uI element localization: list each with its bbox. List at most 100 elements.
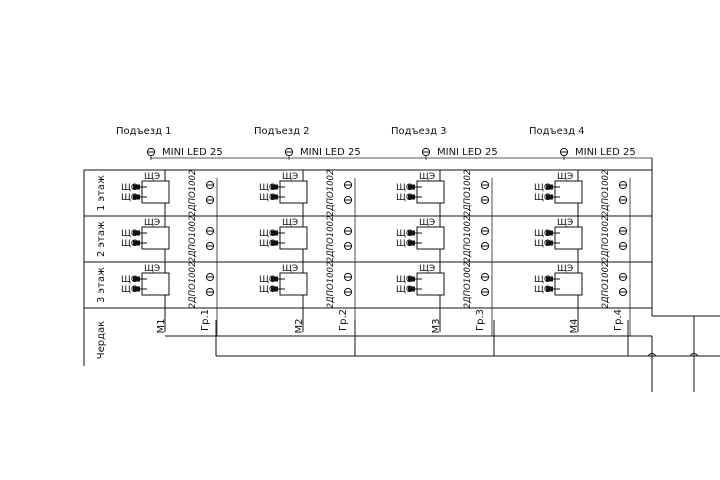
fixture-mark: 2ДПО1002 — [326, 262, 336, 309]
floor-label: 3 этаж — [96, 267, 107, 303]
lamp-icon — [205, 195, 215, 205]
panel-box — [279, 272, 308, 296]
socket-label: ЩС — [534, 239, 550, 249]
socket-icon — [133, 230, 140, 236]
lamp-icon — [205, 272, 215, 282]
panel-label: ЩЭ — [282, 218, 298, 228]
socket-label: ЩС — [396, 183, 412, 193]
socket-icon — [133, 194, 140, 200]
entrance-title: Подъезд 2 — [254, 126, 310, 137]
socket-label: ЩС — [534, 285, 550, 295]
panel-box — [141, 226, 170, 250]
lamp-icon — [618, 226, 628, 236]
lamp-icon — [205, 241, 215, 251]
panel-box — [279, 226, 308, 250]
socket-icon — [408, 276, 415, 282]
socket-label: ЩС — [259, 183, 275, 193]
riser-label: М3 — [431, 319, 442, 334]
fixture-mark: 2ДПО1002 — [463, 262, 473, 309]
lamp-model: MINI LED 25 — [300, 147, 361, 158]
lamp-icon — [343, 241, 353, 251]
socket-icon — [546, 184, 553, 190]
lamp-icon — [421, 147, 431, 157]
fixture-mark: 2ДПО1002 — [601, 170, 611, 217]
socket-label: ЩС — [396, 193, 412, 203]
socket-label: ЩС — [534, 275, 550, 285]
lamp-icon — [618, 180, 628, 190]
riser-label: М1 — [156, 319, 167, 334]
socket-label: ЩС — [259, 285, 275, 295]
group-label: Гр.4 — [613, 309, 624, 331]
socket-label: ЩС — [396, 229, 412, 239]
group-label: Гр.1 — [200, 309, 211, 331]
panel-box — [416, 226, 445, 250]
fixture-mark: 2ДПО1002 — [188, 216, 198, 263]
lamp-icon — [343, 195, 353, 205]
socket-icon — [546, 194, 553, 200]
panel-label: ЩЭ — [557, 264, 573, 274]
cable-break — [689, 353, 699, 357]
socket-icon — [546, 230, 553, 236]
panel-label: ЩЭ — [144, 264, 160, 274]
socket-label: ЩС — [121, 183, 137, 193]
socket-label: ЩС — [259, 229, 275, 239]
socket-label: ЩС — [121, 275, 137, 285]
socket-icon — [408, 194, 415, 200]
lamp-icon — [618, 195, 628, 205]
socket-label: ЩС — [259, 239, 275, 249]
socket-icon — [408, 286, 415, 292]
lamp-model: MINI LED 25 — [575, 147, 636, 158]
lamp-icon — [480, 272, 490, 282]
socket-icon — [271, 184, 278, 190]
socket-label: ЩС — [396, 239, 412, 249]
lamp-icon — [343, 272, 353, 282]
lamp-icon — [205, 226, 215, 236]
lamp-icon — [480, 241, 490, 251]
panel-label: ЩЭ — [419, 172, 435, 182]
socket-label: ЩС — [121, 285, 137, 295]
socket-icon — [271, 240, 278, 246]
lamp-model: MINI LED 25 — [162, 147, 223, 158]
fixture-mark: 2ДПО1002 — [601, 262, 611, 309]
socket-icon — [133, 286, 140, 292]
entrance-title: Подъезд 3 — [391, 126, 447, 137]
socket-icon — [133, 184, 140, 190]
panel-box — [141, 180, 170, 204]
panel-label: ЩЭ — [419, 264, 435, 274]
fixture-mark: 2ДПО1002 — [188, 262, 198, 309]
socket-icon — [546, 276, 553, 282]
lamp-icon — [559, 147, 569, 157]
lamp-model: MINI LED 25 — [437, 147, 498, 158]
entrance-title: Подъезд 1 — [116, 126, 172, 137]
socket-icon — [546, 286, 553, 292]
socket-label: ЩС — [534, 183, 550, 193]
lamp-icon — [618, 241, 628, 251]
panel-label: ЩЭ — [144, 218, 160, 228]
socket-icon — [546, 240, 553, 246]
socket-label: ЩС — [259, 275, 275, 285]
fixture-mark: 2ДПО1002 — [463, 170, 473, 217]
floor-label: 1 этаж — [96, 175, 107, 211]
lamp-icon — [480, 287, 490, 297]
panel-box — [279, 180, 308, 204]
fixture-mark: 2ДПО1002 — [188, 170, 198, 217]
fixture-mark: 2ДПО1002 — [463, 216, 473, 263]
lamp-icon — [205, 287, 215, 297]
panel-label: ЩЭ — [282, 172, 298, 182]
panel-box — [554, 180, 583, 204]
panel-label: ЩЭ — [557, 172, 573, 182]
riser-label: М4 — [569, 319, 580, 334]
lamp-icon — [480, 195, 490, 205]
floor-label: 2 этаж — [96, 221, 107, 257]
socket-icon — [408, 240, 415, 246]
socket-icon — [133, 276, 140, 282]
fixture-mark: 2ДПО1002 — [326, 216, 336, 263]
panel-label: ЩЭ — [419, 218, 435, 228]
lamp-icon — [205, 180, 215, 190]
lamp-icon — [343, 287, 353, 297]
socket-icon — [408, 184, 415, 190]
lamp-icon — [343, 226, 353, 236]
lamp-icon — [480, 226, 490, 236]
socket-icon — [271, 276, 278, 282]
